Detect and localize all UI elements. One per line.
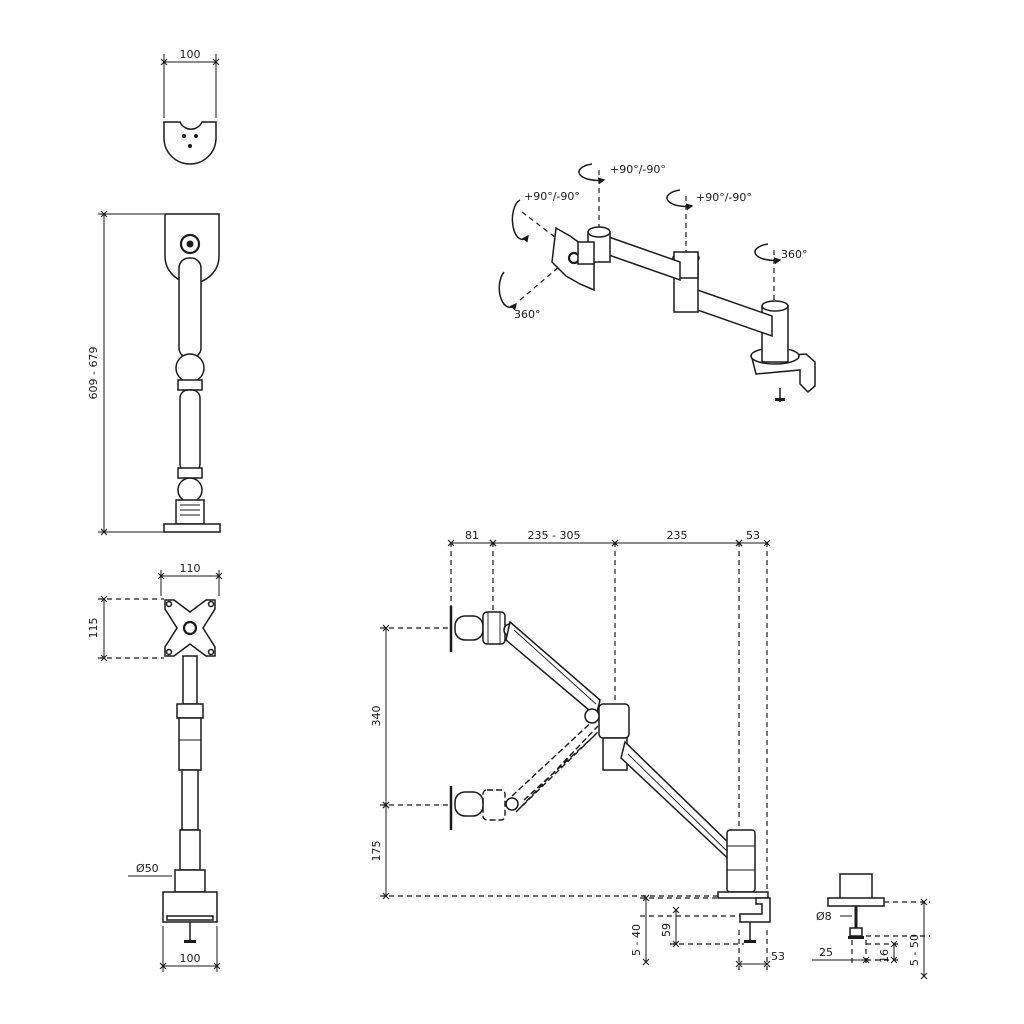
top-view: 100 (160, 48, 220, 165)
vesa-height-label: 115 (87, 618, 100, 639)
upper-head-disc (454, 615, 484, 641)
side-view: 609 - 679 (87, 210, 221, 536)
elbow-joint (175, 353, 205, 383)
base-clamp (163, 523, 221, 533)
rotation-arrow (754, 243, 782, 265)
front-pole (174, 869, 206, 893)
height-label: 609 - 679 (87, 347, 100, 400)
front-joint (176, 703, 204, 719)
elevation-view: 81 235 - 305 235 53 340 175 (370, 529, 785, 970)
upper-arm-lowered (511, 717, 601, 813)
vesa-width-label: 110 (180, 562, 201, 575)
rotation-arrow (498, 271, 517, 311)
grommet-height-label: 16 (878, 949, 891, 963)
dim-label-53-bottom: 53 (771, 950, 785, 963)
rotation-arrow (578, 163, 606, 185)
bolt-diameter-label: Ø8 (816, 910, 832, 923)
grommet-range-label: 5 - 50 (908, 934, 921, 966)
upper-arm (178, 257, 202, 359)
base-joint (177, 477, 203, 503)
rotation-label-left: +90°/-90° (524, 190, 580, 203)
grommet-post (839, 873, 873, 901)
front-lower-arm (181, 769, 199, 831)
desk-top-plate (717, 891, 769, 899)
front-view: 110 115 Ø50 100 (87, 562, 223, 972)
rotation-label-mid: +90°/-90° (696, 191, 752, 204)
grommet-width-label: 25 (819, 946, 833, 959)
mount-plate-top (163, 121, 217, 165)
dim-label-53-top: 53 (746, 529, 760, 542)
screw-hole (188, 144, 192, 148)
dim-label-235: 235 (667, 529, 688, 542)
lower-head-joint (482, 789, 506, 821)
dim-label-5-40: 5 - 40 (630, 924, 643, 956)
perspective-view: +90°/-90° +90°/-90° +90°/-90° 360° 360° (498, 163, 816, 402)
clamp-body (739, 897, 771, 923)
base-column (175, 499, 205, 525)
dim-label-235-305: 235 - 305 (528, 529, 581, 542)
screw-hole (182, 134, 186, 138)
top-width-label: 100 (180, 48, 201, 61)
perspective-upper-arm (605, 234, 681, 282)
grommet-detail: Ø8 5 - 50 16 25 (812, 873, 930, 980)
dim-label-59: 59 (660, 923, 673, 937)
rotation-label-top: +90°/-90° (610, 163, 666, 176)
elbow-column (598, 703, 630, 739)
upper-head-joint (482, 611, 506, 645)
rotation-label-head: 360° (514, 308, 541, 321)
lower-arm (179, 389, 201, 473)
grommet-nut (849, 927, 863, 937)
rotation-arrow (666, 189, 694, 211)
dim-label-340: 340 (370, 706, 383, 727)
clamp-width-label: 100 (180, 952, 201, 965)
lower-head-disc (454, 791, 484, 817)
front-column (179, 829, 201, 871)
perspective-lower-arm (685, 284, 773, 338)
base-column (726, 829, 756, 893)
dim-label-175: 175 (370, 841, 383, 862)
pole-diameter-label: Ø50 (136, 862, 159, 875)
grommet-plate (827, 897, 885, 907)
rotation-arrow (511, 199, 529, 243)
front-elbow (178, 717, 202, 771)
rotation-label-base: 360° (781, 248, 808, 261)
dim-label-81: 81 (465, 529, 479, 542)
front-neck (182, 655, 198, 705)
screw-hole (194, 134, 198, 138)
